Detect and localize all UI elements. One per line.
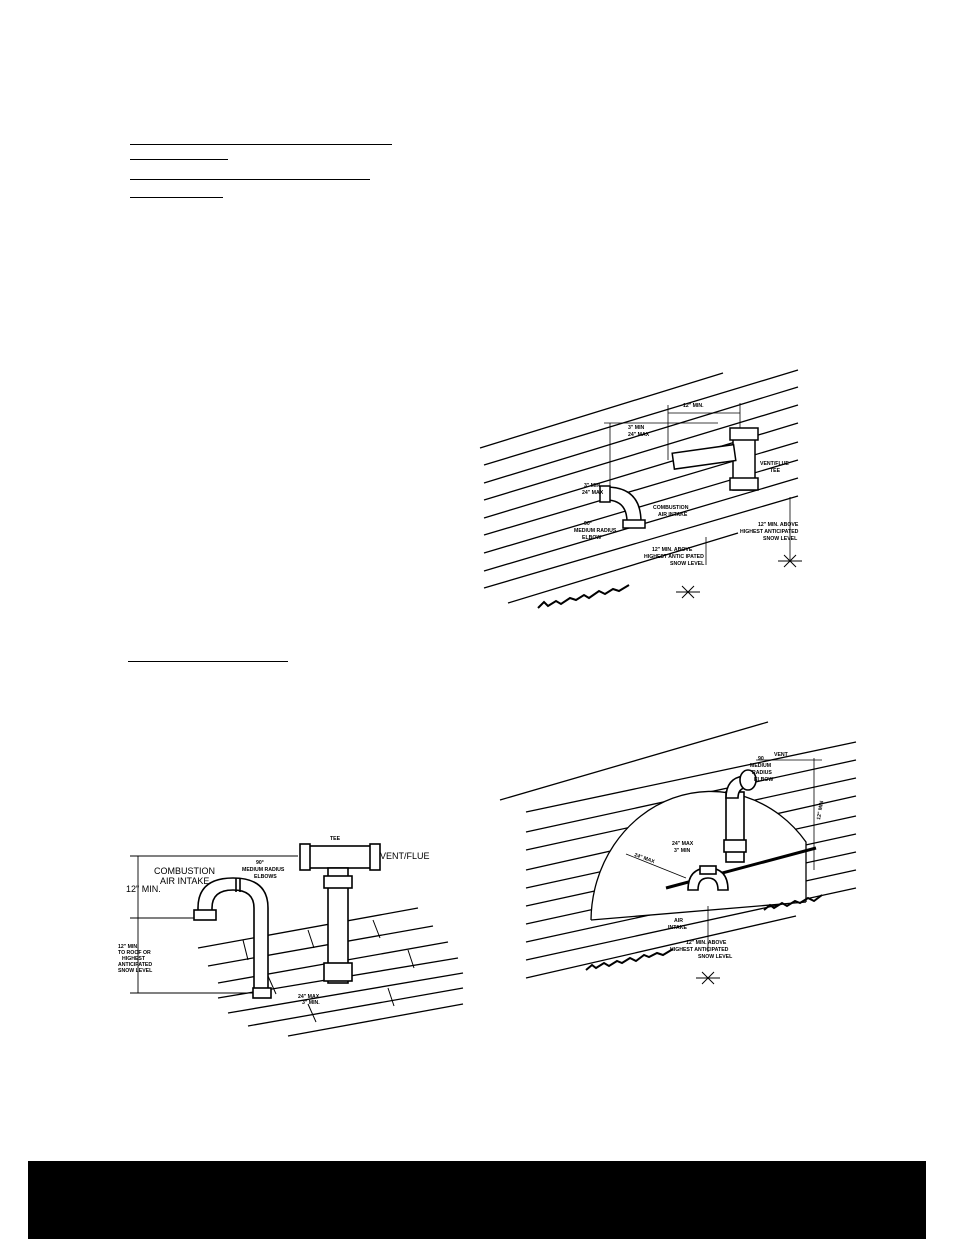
svg-text:3" MIN: 3" MIN [628,425,645,431]
combustion-air-elbow[interactable] [599,485,646,529]
sidewall-concentric-figure: 90 MEDIUM RADIUS ELBOW VENT 12" MIN 24" … [499,721,857,985]
svg-text:3" MIN.: 3" MIN. [302,1000,320,1006]
svg-text:SNOW LEVEL: SNOW LEVEL [698,954,733,960]
svg-text:COMBUSTION: COMBUSTION [653,505,689,511]
svg-text:TEE: TEE [770,468,781,474]
svg-text:12" MIN.: 12" MIN. [118,944,139,950]
siding-lines [499,721,857,979]
svg-text:SNOW LEVEL: SNOW LEVEL [670,561,705,567]
svg-text:SNOW LEVEL: SNOW LEVEL [763,536,798,542]
svg-text:24" MAX: 24" MAX [672,841,694,847]
svg-text:ELBOWS: ELBOWS [254,874,277,880]
svg-text:INTAKE: INTAKE [668,925,687,931]
vent-pipe[interactable] [723,769,757,863]
svg-text:RADIUS: RADIUS [752,770,772,776]
label-tee: TEE [330,836,341,842]
svg-text:24" MAX: 24" MAX [582,490,604,496]
snow-line [585,894,823,971]
grade-symbol [696,971,720,985]
svg-text:HIGHEST ANTICIPATED: HIGHEST ANTICIPATED [740,529,799,535]
svg-text:90°: 90° [256,860,264,866]
svg-text:ELBOW: ELBOW [754,777,773,783]
svg-text:MEDIUM: MEDIUM [750,763,771,769]
svg-text:24" MAX: 24" MAX [628,432,650,438]
sidewall-vent-figure: 12" MIN. 3" MIN 24" MAX 3" MIN 24" MAX V… [479,369,802,609]
svg-text:SNOW LEVEL: SNOW LEVEL [118,968,153,974]
header-rule-1 [130,144,392,145]
svg-text:90°: 90° [584,521,592,527]
svg-text:3" MIN: 3" MIN [674,848,691,854]
svg-text:VENT/FLUE: VENT/FLUE [760,461,789,467]
vent-flue-tee[interactable] [671,427,759,491]
svg-text:3" MIN: 3" MIN [584,483,601,489]
svg-text:AIR: AIR [674,918,683,924]
grade-symbol [676,554,802,599]
svg-text:ANTICIPATED: ANTICIPATED [118,962,152,968]
label-vent-flue: VENT/FLUE [380,851,430,861]
combustion-air-intake[interactable] [193,877,272,999]
section-rule [128,661,288,662]
svg-text:MEDIUM RADIUS: MEDIUM RADIUS [242,867,285,873]
svg-text:AIR INTAKE: AIR INTAKE [160,876,209,886]
svg-text:12" MIN. ABOVE: 12" MIN. ABOVE [652,547,693,553]
svg-text:12" MIN. ABOVE: 12" MIN. ABOVE [758,522,799,528]
svg-text:TO ROOF OR: TO ROOF OR [118,950,151,956]
vent-flue-tee[interactable] [299,843,381,984]
label-vent: VENT [774,752,789,758]
svg-text:90: 90 [758,756,764,762]
svg-text:24" MAX.: 24" MAX. [298,994,321,1000]
svg-text:COMBUSTION: COMBUSTION [154,866,215,876]
svg-text:HIGHEST ANTICIPATED: HIGHEST ANTICIPATED [670,947,729,953]
clearance-arc [590,790,807,921]
svg-text:HIGHEST: HIGHEST [122,956,146,962]
label-12-min-top: 12" MIN. [683,403,704,409]
svg-text:AIR INTAKE: AIR INTAKE [658,512,688,518]
header-rule-2 [130,159,228,160]
svg-text:ELBOW: ELBOW [582,535,601,541]
air-intake-elbow[interactable] [687,865,729,891]
svg-text:HIGHEST ANTIC IPATED: HIGHEST ANTIC IPATED [644,554,704,560]
label-12-min: 12" MIN. [126,884,161,894]
header-rule-3 [130,179,370,180]
header-rule-4 [130,197,223,198]
rooftop-vent-figure: TEE 90° MEDIUM RADIUS ELBOWS VENT/FLUE C… [118,836,464,1037]
svg-text:MEDIUM RADIUS: MEDIUM RADIUS [574,528,617,534]
footer-band [28,1161,926,1239]
snow-line [537,584,630,609]
siding-lines [479,369,799,604]
label-12-min-side: 12" MIN [816,800,825,820]
svg-text:12" MIN. ABOVE: 12" MIN. ABOVE [686,940,727,946]
